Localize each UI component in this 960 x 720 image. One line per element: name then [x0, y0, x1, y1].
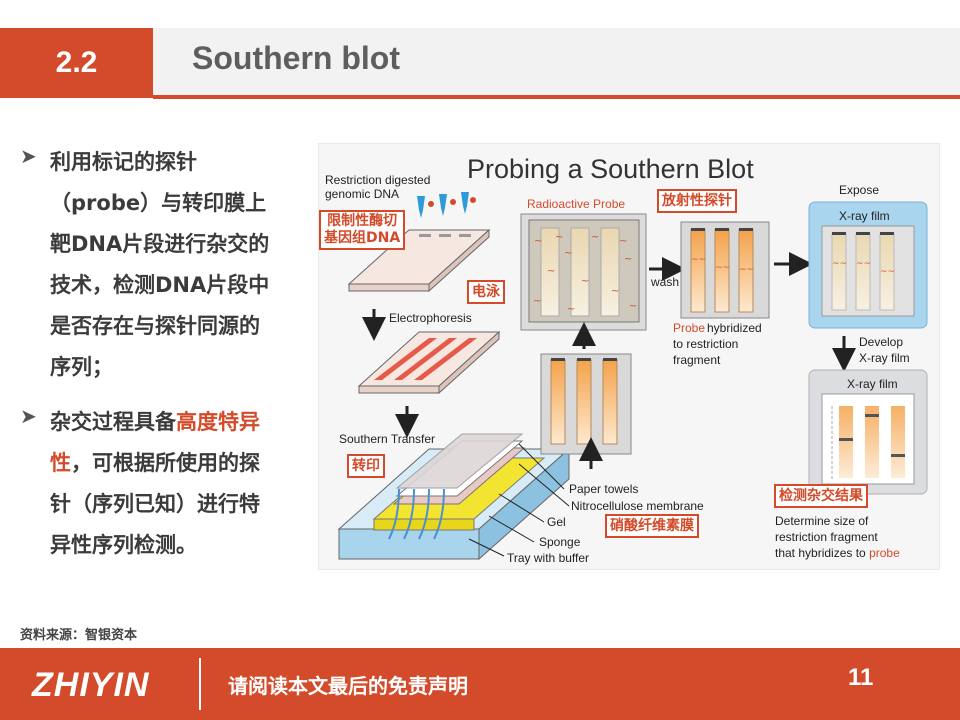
bullet-2-line: 针（序列已知）进行特 — [50, 492, 260, 516]
bullet-item-2: ➤ 杂交过程具备高度特异 性，可根据所使用的探 针（序列已知）进行特 异性序列检… — [20, 402, 310, 566]
pipette-icon — [417, 192, 476, 218]
label-expose: Expose — [839, 183, 879, 197]
bullet-2-line: 性，可根据所使用的探 — [50, 443, 310, 484]
svg-text:~: ~ — [547, 266, 555, 277]
label-determine-probe: probe — [869, 546, 900, 560]
svg-text:~~: ~~ — [739, 265, 754, 275]
label-hybridized-2: to restriction — [673, 337, 738, 351]
page-number: 11 — [848, 664, 874, 691]
bullet-text-2: 杂交过程具备高度特异 性，可根据所使用的探 针（序列已知）进行特 异性序列检测。 — [50, 402, 310, 566]
svg-text:~: ~ — [564, 248, 572, 259]
blotted-membrane — [540, 353, 632, 455]
svg-text:that hybridizes to probe: that hybridizes to probe — [775, 546, 900, 560]
label-sponge: Sponge — [539, 535, 581, 549]
svg-text:~: ~ — [533, 296, 541, 307]
cn-label-nitrocellulose: 硝酸纤维素膜 — [605, 514, 699, 538]
label-gel: Gel — [547, 515, 566, 529]
disclaimer-text: 请阅读本文最后的免责声明 — [228, 674, 468, 698]
figure-title: Probing a Southern Blot — [467, 154, 754, 184]
hybridized-membrane: ~~ ~~ ~~ — [680, 221, 770, 319]
label-restriction-2: genomic DNA — [325, 187, 399, 201]
label-hybridized-3: fragment — [673, 353, 721, 367]
svg-text:~: ~ — [629, 301, 637, 312]
svg-text:~: ~ — [581, 276, 589, 287]
bullet-1-line: （probe）与转印膜上 — [50, 191, 267, 215]
bullet-2-text: ，可根据所使用的探 — [71, 451, 260, 475]
header-rule — [153, 95, 960, 99]
label-xray-film-2: X-ray film — [847, 377, 898, 391]
svg-text:~~: ~~ — [691, 255, 706, 265]
bullet-2-line: 杂交过程具备高度特异 — [50, 402, 310, 443]
probe-incubation-membrane: ~~~~ ~~~~ ~~~~ — [520, 213, 647, 331]
svg-text:~: ~ — [624, 254, 632, 265]
label-nitrocellulose: Nitrocellulose membrane — [571, 499, 704, 513]
bullet-2-highlight: 高度特异 — [176, 410, 260, 434]
cn-label-electrophoresis: 电泳 — [467, 280, 505, 304]
xray-film-exposure: X-ray film ~~ ~~ ~~ — [808, 201, 928, 329]
arrow-bullet-icon: ➤ — [20, 144, 37, 168]
svg-text:~~: ~~ — [856, 259, 871, 269]
label-determine-1: Determine size of — [775, 514, 869, 528]
bullet-1-line: 利用标记的探针 — [50, 150, 197, 174]
footer-bar — [0, 648, 960, 720]
svg-text:~: ~ — [591, 232, 599, 243]
xray-film-developed: X-ray film — [808, 369, 928, 495]
arrow-bullet-icon: ➤ — [20, 404, 37, 428]
label-determine-2: restriction fragment — [775, 530, 878, 544]
header-band — [153, 28, 960, 98]
svg-text:~: ~ — [567, 304, 575, 315]
label-probe-word: Probe — [673, 321, 705, 335]
label-restriction-1: Restriction digested — [325, 173, 430, 187]
footer-divider — [199, 658, 201, 710]
svg-text:~: ~ — [619, 236, 627, 247]
label-xray-film-1: X-ray film — [839, 209, 890, 223]
cn-label-radioactive: 放射性探针 — [657, 189, 737, 213]
page-title: Southern blot — [192, 40, 400, 76]
bullet-item-1: ➤ 利用标记的探针 （probe）与转印膜上 靶DNA片段进行杂交的 技术，检测… — [20, 142, 310, 388]
source-note: 资料来源：智银资本 — [20, 628, 138, 643]
bullet-2-text: 杂交过程具备 — [50, 410, 176, 434]
gel-slab-electrophoresis — [357, 330, 501, 395]
label-tray: Tray with buffer — [507, 551, 589, 565]
transfer-callouts — [468, 443, 570, 557]
logo-text: ZHIYIN — [31, 666, 150, 704]
svg-text:~: ~ — [534, 236, 542, 247]
label-radioactive-probe: Radioactive Probe — [527, 197, 625, 211]
label-electrophoresis: Electrophoresis — [389, 311, 472, 325]
section-number-box — [0, 28, 153, 98]
cn-label-transfer: 转印 — [347, 454, 385, 478]
cn-label-digest-line: 限制性酶切 — [327, 213, 398, 229]
label-develop-1: Develop — [859, 335, 903, 349]
transfer-apparatus — [337, 433, 571, 561]
svg-text:~~: ~~ — [832, 259, 847, 269]
bullet-1-line: 靶DNA片段进行杂交的 — [50, 232, 270, 256]
cn-label-digest: 限制性酶切 基因组DNA — [319, 210, 406, 250]
bullet-1-line: 技术，检测DNA片段中 — [50, 273, 270, 297]
bullet-text-1: 利用标记的探针 （probe）与转印膜上 靶DNA片段进行杂交的 技术，检测DN… — [50, 142, 310, 388]
label-determine-3: that hybridizes to — [775, 546, 869, 560]
bullet-1-line: 序列； — [50, 355, 113, 379]
section-number: 2.2 — [55, 46, 98, 79]
southern-blot-diagram: Probing a Southern Blot Restriction dige… — [325, 154, 928, 565]
cn-label-detect: 检测杂交结果 — [774, 484, 868, 508]
svg-text:~~: ~~ — [880, 267, 895, 277]
bullet-2-line: 异性序列检测。 — [50, 533, 197, 557]
southern-blot-figure: Probing a Southern Blot Restriction dige… — [318, 143, 940, 570]
label-southern-transfer: Southern Transfer — [339, 432, 435, 446]
svg-text:~~: ~~ — [715, 263, 730, 273]
label-paper-towels: Paper towels — [569, 482, 638, 496]
label-wash: wash — [650, 275, 679, 289]
cn-label-digest-line: 基因组DNA — [324, 230, 401, 246]
svg-text:~: ~ — [611, 286, 619, 297]
bullet-2-highlight: 性 — [50, 451, 71, 475]
label-develop-2: X-ray film — [859, 351, 910, 365]
bullet-1-line: 是否存在与探针同源的 — [50, 314, 260, 338]
zhiyin-logo: ZHIYIN — [31, 666, 150, 704]
label-hybridized-1: hybridized — [707, 321, 762, 335]
svg-text:~: ~ — [555, 232, 563, 243]
